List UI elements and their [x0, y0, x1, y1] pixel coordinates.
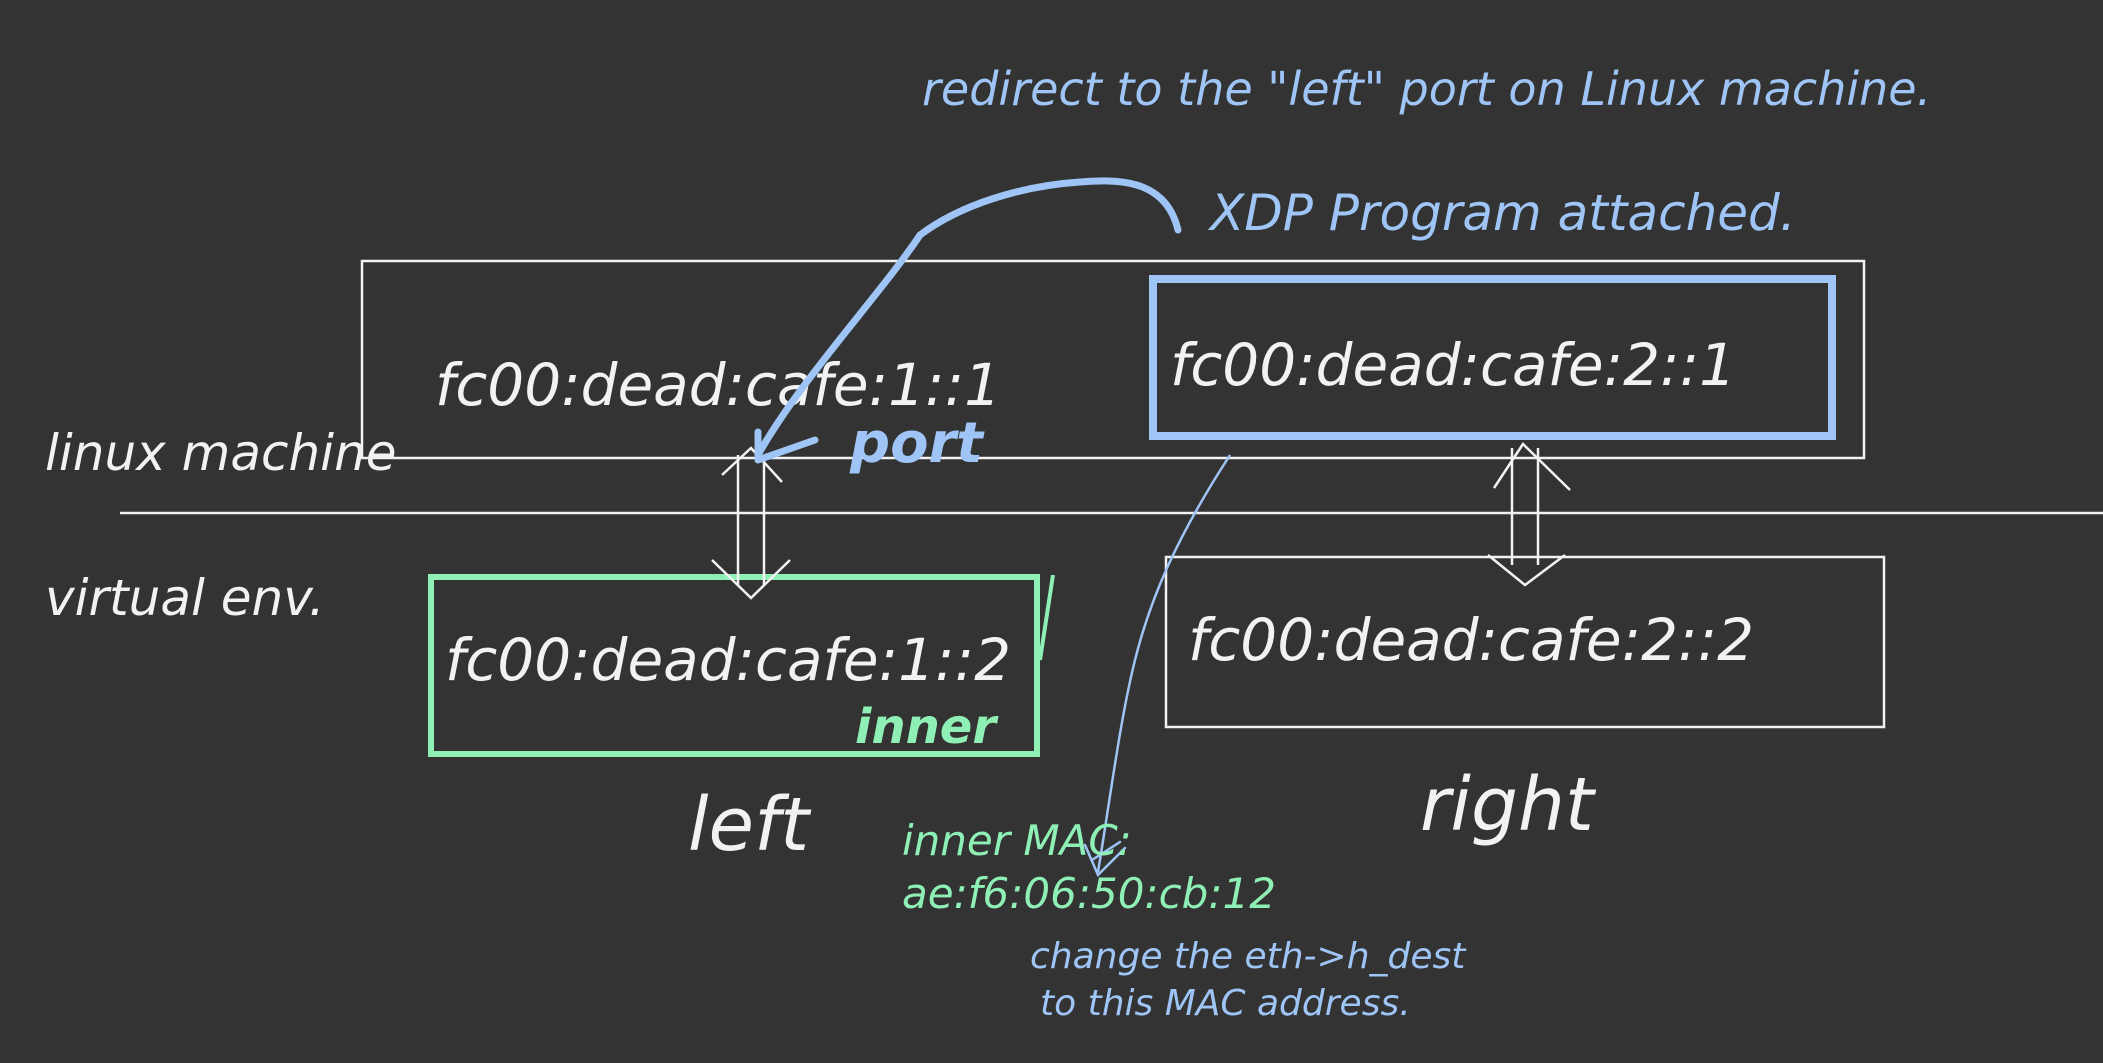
- left-link-double-arrow: [711, 446, 791, 600]
- left-column-label: left: [688, 782, 812, 868]
- redirect-note: redirect to the "left" port on Linux mac…: [922, 62, 1931, 116]
- right-link-double-arrow: [1487, 442, 1571, 587]
- virtual-left-address: fc00:dead:cafe:1::2: [445, 626, 1011, 694]
- inner-mac-value: ae:f6:06:50:cb:12: [902, 869, 1276, 918]
- virtual-left-interface-box: [428, 574, 1040, 757]
- linux-left-address: fc00:dead:cafe:1::1: [435, 351, 1001, 419]
- virtual-left-box-edge-stroke: [1038, 574, 1055, 661]
- xdp-redirect-arrowhead: [754, 428, 819, 464]
- virtual-right-interface-box: [1164, 555, 1886, 729]
- virtual-right-address: fc00:dead:cafe:2::2: [1188, 606, 1754, 674]
- linux-machine-label: linux machine: [45, 424, 397, 482]
- xdp-note: XDP Program attached.: [1207, 184, 1796, 242]
- virtual-env-label: virtual env.: [45, 569, 325, 627]
- xdp-redirect-arrow: [754, 177, 1182, 459]
- port-label: port: [849, 411, 985, 476]
- mac-pointer-arrowhead: [1083, 840, 1127, 878]
- right-column-label: right: [1420, 762, 1597, 848]
- mac-pointer-arrow: [1096, 454, 1232, 873]
- inner-mac-label: inner MAC:: [902, 816, 1132, 865]
- change-note-line1: change the eth->h_dest: [1030, 936, 1467, 977]
- linux-right-interface-box: [1149, 275, 1836, 440]
- linux-right-address: fc00:dead:cafe:2::1: [1170, 331, 1736, 399]
- linux-machine-box: [360, 259, 1866, 460]
- inner-label: inner: [855, 699, 999, 755]
- change-note-line2: to this MAC address.: [1040, 983, 1411, 1024]
